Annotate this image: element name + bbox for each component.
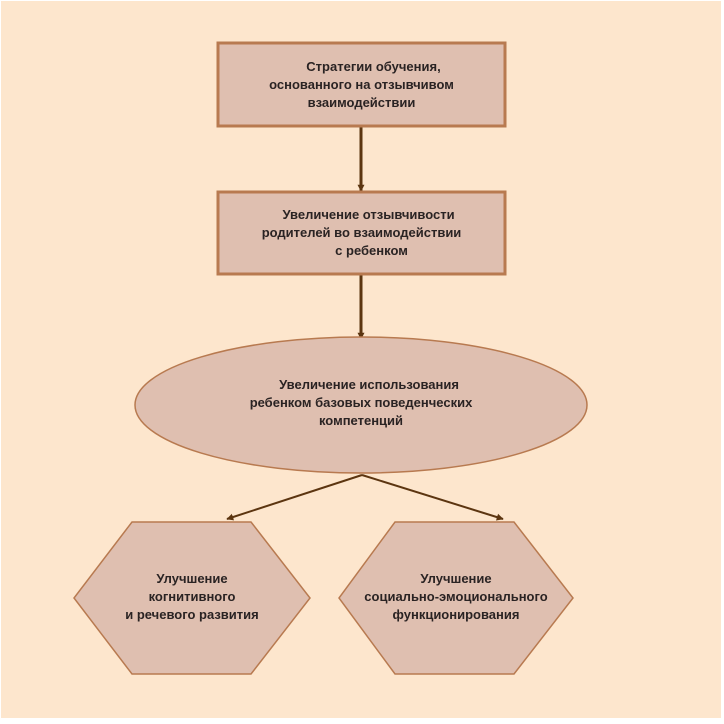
node-cognitive-speech-line-3: и речевого развития [125, 607, 259, 622]
node-strategies-line-3: взаимодействии [307, 94, 416, 110]
node-parent-responsiveness-line-2: родителей во взаимодействии [261, 225, 462, 240]
node-strategies-line-1: Стратегии обучения, [306, 58, 441, 74]
node-social-emotional-shape [338, 521, 574, 675]
node-cognitive-speech-shape [73, 521, 311, 675]
node-strategies-shape [216, 41, 507, 128]
node-social-emotional-line-3: функционирования [392, 607, 520, 622]
node-parent-responsiveness-line-3: с ребенком [335, 243, 408, 258]
node-strategies-label: Стратегии обучения, основанного на отзыв… [218, 43, 505, 126]
edge-child-competencies-to-cognitive-speech [226, 474, 363, 521]
node-child-competencies-label: Увеличение использования ребенком базовы… [135, 371, 587, 435]
node-child-competencies-shape [134, 336, 588, 474]
node-social-emotional-label: Улучшение социально-эмоционального функц… [339, 566, 573, 628]
node-social-emotional-line-2: социально-эмоционального [364, 589, 548, 604]
node-child-competencies-line-1: Увеличение использования [279, 377, 459, 392]
node-parent-responsiveness-line-1: Увеличение отзывчивости [282, 207, 455, 222]
node-cognitive-speech-line-1: Улучшение [156, 571, 228, 586]
node-strategies-line-2: основанного на отзывчивом [269, 76, 454, 92]
node-cognitive-speech-line-2: когнитивного [148, 589, 236, 604]
edge-child-competencies-to-social-emotional [361, 474, 504, 521]
node-social-emotional-line-1: Улучшение [420, 571, 492, 586]
node-cognitive-speech-label: Улучшение когнитивного и речевого развит… [74, 566, 310, 628]
node-parent-responsiveness-label: Увеличение отзывчивости родителей во вза… [218, 192, 505, 274]
node-parent-responsiveness-shape [216, 190, 507, 276]
node-child-competencies-line-3: компетенций [318, 413, 404, 428]
node-child-competencies-line-2: ребенком базовых поведенческих [249, 395, 473, 410]
